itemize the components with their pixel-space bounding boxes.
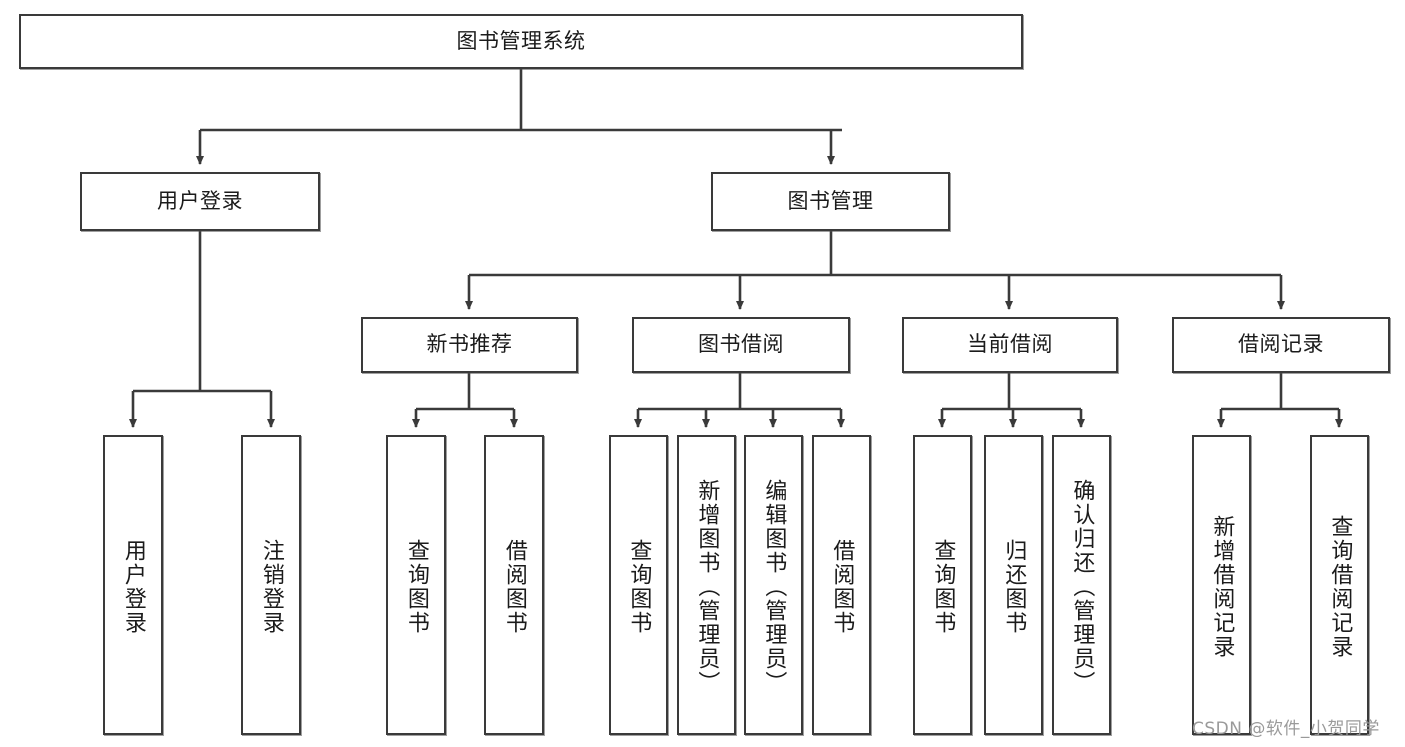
- edge-group-root: [196, 69, 842, 165]
- node-current-borrow[interactable]: 当前借阅: [902, 317, 1118, 373]
- node-root[interactable]: 图书管理系统: [19, 14, 1023, 69]
- edge-group-new-book-rec: [412, 373, 518, 428]
- node-leaf-logout-label: 注销登录: [258, 539, 284, 635]
- node-new-book-recommend-label: 新书推荐: [426, 332, 513, 357]
- edge-group-book-manage: [465, 231, 1285, 310]
- node-leaf-borrow-book-b[interactable]: 借阅图书: [812, 435, 871, 735]
- csdn-watermark: CSDN @软件_小贺同学: [1192, 719, 1380, 739]
- edge-group-book-borrow: [634, 373, 845, 428]
- node-leaf-user-login-label: 用户登录: [120, 539, 146, 635]
- node-root-label: 图书管理系统: [456, 28, 586, 53]
- node-book-manage-label: 图书管理: [787, 188, 874, 213]
- node-leaf-edit-book-label: 编辑图书（管理员）: [761, 479, 787, 695]
- node-leaf-add-record[interactable]: 新增借阅记录: [1192, 435, 1251, 735]
- node-borrow-record-label: 借阅记录: [1238, 332, 1324, 357]
- node-leaf-query-book-c[interactable]: 查询图书: [913, 435, 972, 735]
- node-leaf-confirm-return[interactable]: 确认归还（管理员）: [1052, 435, 1111, 735]
- node-user-login[interactable]: 用户登录: [80, 172, 320, 231]
- node-leaf-borrow-book-a-label: 借阅图书: [501, 539, 527, 635]
- node-leaf-query-record-label: 查询借阅记录: [1327, 515, 1353, 659]
- edge-group-user-login: [129, 231, 275, 428]
- node-leaf-query-record[interactable]: 查询借阅记录: [1310, 435, 1369, 735]
- node-leaf-query-book-a[interactable]: 查询图书: [386, 435, 446, 735]
- node-leaf-confirm-return-label: 确认归还（管理员）: [1069, 479, 1095, 695]
- node-leaf-edit-book[interactable]: 编辑图书（管理员）: [744, 435, 803, 735]
- node-user-login-label: 用户登录: [157, 188, 243, 213]
- node-current-borrow-label: 当前借阅: [967, 332, 1053, 357]
- node-book-borrow-label: 图书借阅: [698, 332, 784, 357]
- node-leaf-query-book-c-label: 查询图书: [930, 539, 956, 635]
- node-leaf-query-book-a-label: 查询图书: [403, 539, 429, 635]
- node-leaf-query-book-b-label: 查询图书: [626, 539, 652, 635]
- node-leaf-logout[interactable]: 注销登录: [241, 435, 301, 735]
- node-leaf-return-book[interactable]: 归还图书: [984, 435, 1043, 735]
- node-leaf-add-book-label: 新增图书（管理员）: [694, 479, 720, 695]
- node-leaf-user-login[interactable]: 用户登录: [103, 435, 163, 735]
- edge-group-borrow-record: [1217, 373, 1343, 428]
- node-leaf-borrow-book-a[interactable]: 借阅图书: [484, 435, 544, 735]
- node-leaf-borrow-book-b-label: 借阅图书: [829, 539, 855, 635]
- node-leaf-query-book-b[interactable]: 查询图书: [609, 435, 668, 735]
- node-borrow-record[interactable]: 借阅记录: [1172, 317, 1390, 373]
- node-book-borrow[interactable]: 图书借阅: [632, 317, 850, 373]
- edge-group-current-borrow: [938, 373, 1085, 428]
- node-new-book-recommend[interactable]: 新书推荐: [361, 317, 578, 373]
- node-leaf-add-record-label: 新增借阅记录: [1209, 515, 1235, 659]
- node-leaf-add-book[interactable]: 新增图书（管理员）: [677, 435, 736, 735]
- node-leaf-return-book-label: 归还图书: [1001, 539, 1027, 635]
- node-book-manage[interactable]: 图书管理: [711, 172, 950, 231]
